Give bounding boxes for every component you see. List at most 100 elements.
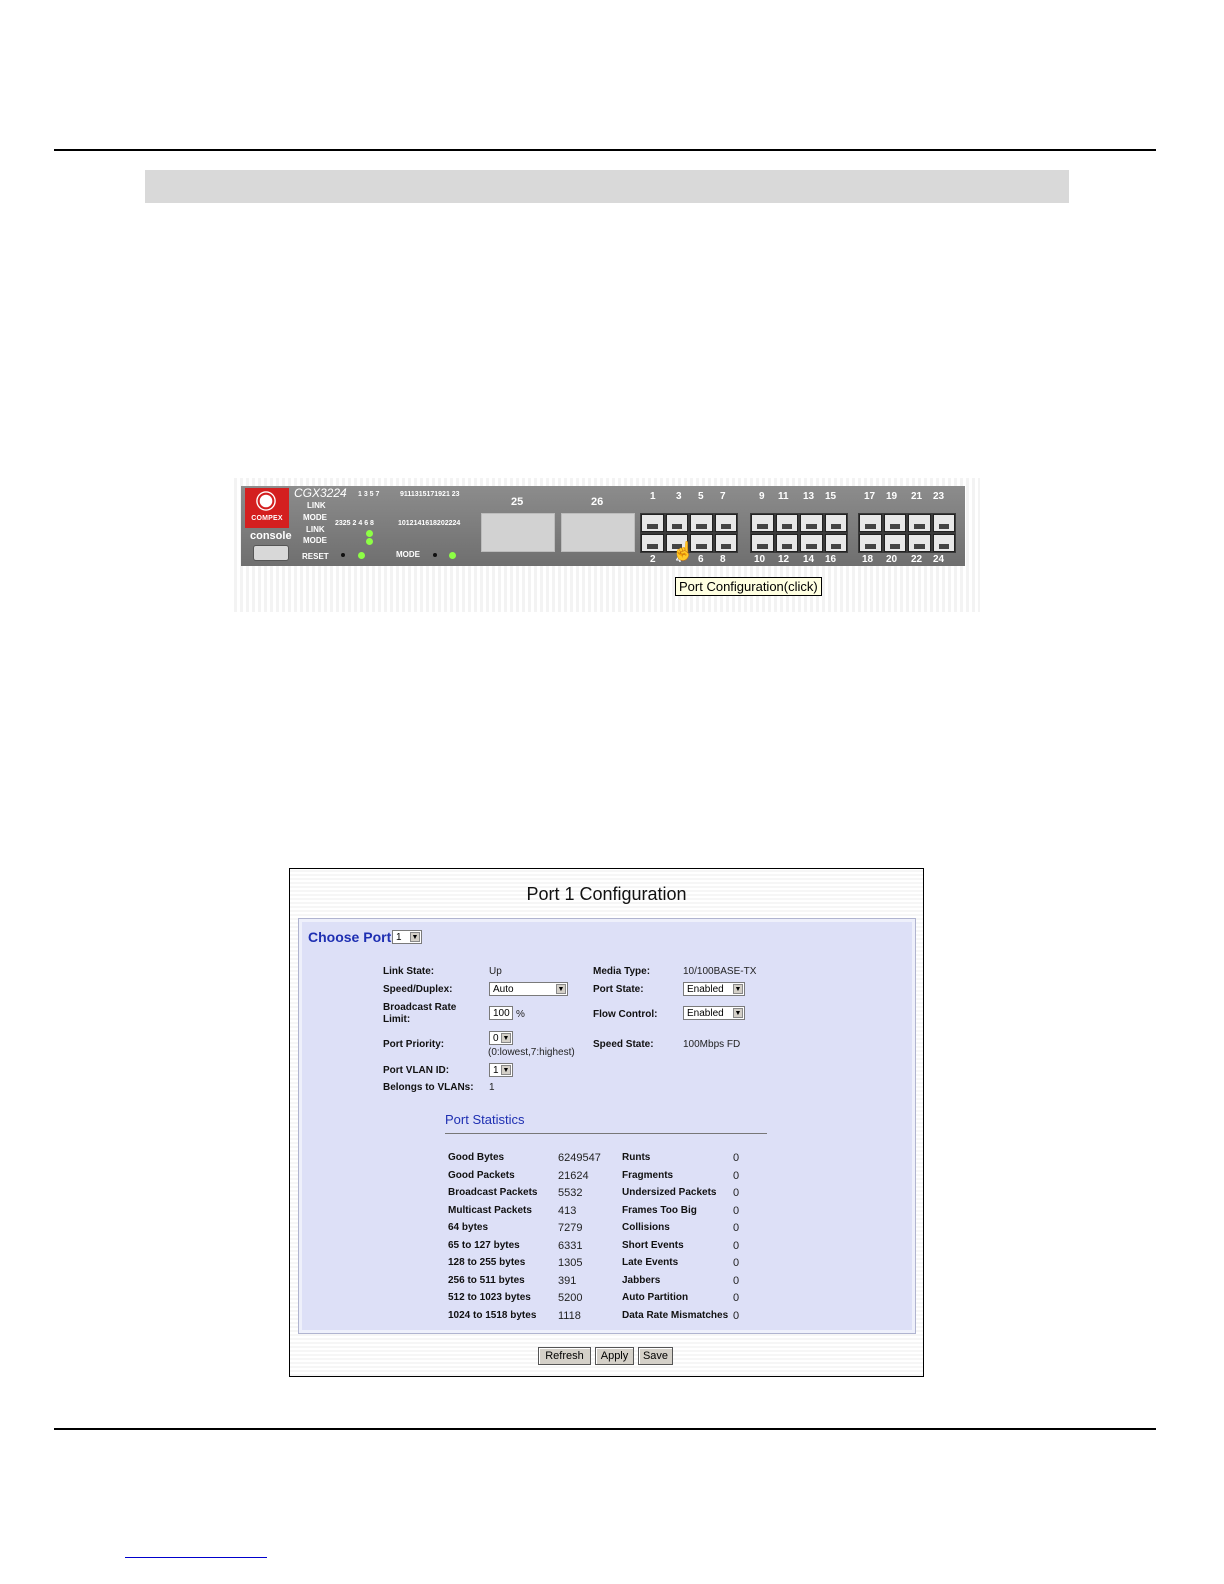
sun-icon [259,494,273,508]
reset-led [358,552,365,559]
stat-value: 0 [733,1205,740,1217]
ethernet-port-3[interactable] [665,514,688,532]
stat-value: 0 [733,1222,740,1234]
stat-value: 6249547 [558,1152,601,1164]
ethernet-port-16[interactable] [824,534,847,552]
ethernet-port-19[interactable] [883,514,906,532]
ethernet-port-2[interactable] [641,534,664,552]
broadcast-rate-input[interactable]: 100 [489,1006,513,1020]
port-number: 9 [759,491,765,502]
choose-port-select[interactable]: 1 ▼ [392,930,422,944]
port-priority-value: 0 [493,1033,499,1044]
ethernet-port-24[interactable] [932,534,955,552]
ethernet-port-22[interactable] [908,534,931,552]
chevron-down-icon: ▼ [556,984,566,994]
stat-value: 0 [733,1152,740,1164]
ethernet-port-17[interactable] [859,514,882,532]
port-number: 8 [720,554,726,565]
ethernet-port-18[interactable] [859,534,882,552]
ethernet-port-23[interactable] [932,514,955,532]
page-title: Port 1 Configuration [526,884,687,904]
stat-value: 6331 [558,1240,583,1252]
stats-divider [445,1133,767,1134]
console-port-icon [253,545,289,561]
compex-logo: COMPEX [245,488,289,528]
flow-control-value: Enabled [687,1008,724,1019]
led-label-link-2: LINK [306,525,325,534]
port-vlan-value: 1 [493,1065,499,1076]
ethernet-port-15[interactable] [824,514,847,532]
port-number: 22 [911,554,923,565]
fiber-port-26[interactable] [561,513,635,552]
stat-label: Fragments [622,1170,674,1181]
stat-label: Good Bytes [448,1152,505,1163]
port-state-label: Port State: [593,984,644,995]
stat-value: 0 [733,1292,740,1304]
reset-button[interactable] [341,553,345,557]
port-number: 17 [864,491,876,502]
port-priority-label: Port Priority: [383,1039,445,1050]
ethernet-port-10[interactable] [751,534,774,552]
console-label: console [250,530,292,542]
save-button[interactable]: Save [638,1347,673,1365]
stat-label: Late Events [622,1257,679,1268]
stat-label: Collisions [622,1222,670,1233]
ethernet-port-11[interactable] [775,514,798,532]
ethernet-ports-9-16 [750,513,848,553]
ethernet-port-14[interactable] [800,534,823,552]
led-numbers-bottom-2: 1012141618202224 [398,520,461,527]
chevron-down-icon: ▼ [733,984,743,994]
ethernet-port-4[interactable] [665,534,688,552]
port-number: 4 [676,554,682,565]
ethernet-port-8[interactable] [714,534,737,552]
port-number: 23 [933,491,945,502]
port-state-value: Enabled [687,984,724,995]
port-config-tooltip: Port Configuration(click) [675,577,822,596]
port-number: 5 [698,491,704,502]
stat-label: 128 to 255 bytes [448,1257,526,1268]
footer-link-underline[interactable] [125,1557,267,1558]
stat-value: 0 [733,1275,740,1287]
ethernet-port-12[interactable] [775,534,798,552]
led-label-mode-2: MODE [303,536,327,545]
media-type-label: Media Type: [593,966,651,977]
port-priority-select[interactable]: 0 ▼ [489,1031,513,1045]
ethernet-port-5[interactable] [690,514,713,532]
stat-label: Auto Partition [622,1292,689,1303]
ethernet-port-6[interactable] [690,534,713,552]
speed-state-label: Speed State: [593,1039,654,1050]
fiber-port-25[interactable] [481,513,555,552]
flow-control-label: Flow Control: [593,1009,658,1020]
port-state-select[interactable]: Enabled ▼ [683,982,745,996]
ethernet-port-9[interactable] [751,514,774,532]
ethernet-port-13[interactable] [800,514,823,532]
brand-label: COMPEX [251,515,283,522]
port-statistics-title: Port Statistics [445,1112,525,1127]
ethernet-port-1[interactable] [641,514,664,532]
ethernet-port-21[interactable] [908,514,931,532]
mode-label: MODE [396,550,420,559]
led-indicator [366,530,373,537]
refresh-button[interactable]: Refresh [538,1347,591,1365]
speed-duplex-select[interactable]: Auto ▼ [489,982,568,996]
port-number: 20 [886,554,898,565]
ethernet-port-7[interactable] [714,514,737,532]
ethernet-port-20[interactable] [883,534,906,552]
stat-value: 7279 [558,1222,583,1234]
media-type-value: 10/100BASE-TX [683,966,757,977]
header-rule [54,149,1156,151]
flow-control-select[interactable]: Enabled ▼ [683,1006,745,1020]
port-vlan-select[interactable]: 1 ▼ [489,1063,513,1077]
stat-value: 5200 [558,1292,583,1304]
port-number: 12 [778,554,790,565]
port-number: 21 [911,491,923,502]
led-numbers-bottom: 2325 2 4 6 8 [335,520,374,527]
broadcast-rate-unit: % [516,1009,525,1020]
chevron-down-icon: ▼ [733,1008,743,1018]
reset-label: RESET [302,552,329,561]
port-number: 7 [720,491,726,502]
port-number: 11 [778,491,789,502]
apply-button[interactable]: Apply [595,1347,634,1365]
mode-button[interactable] [433,553,437,557]
stat-label: Runts [622,1152,651,1163]
